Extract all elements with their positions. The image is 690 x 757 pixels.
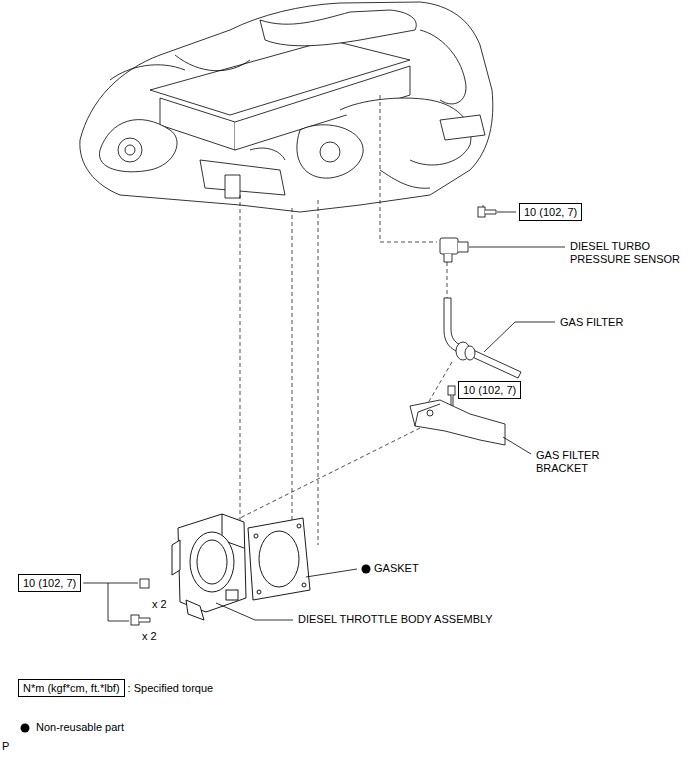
engine-illustration bbox=[440, 115, 485, 140]
throttle-body bbox=[186, 600, 204, 620]
throttle-body bbox=[190, 532, 234, 592]
gas-filter-bracket bbox=[410, 400, 505, 445]
engine-illustration bbox=[175, 55, 250, 71]
leader-line bbox=[216, 603, 293, 620]
turbo-pressure-sensor bbox=[458, 242, 468, 252]
bolt bbox=[478, 207, 496, 217]
torque-value: 10 (102, 7) bbox=[524, 206, 577, 218]
gasket bbox=[254, 534, 258, 538]
engine-illustration bbox=[380, 170, 430, 188]
engine-illustration bbox=[200, 160, 285, 195]
engine-illustration bbox=[250, 148, 285, 160]
engine-illustration bbox=[80, 2, 493, 212]
turbo-pressure-sensor bbox=[444, 254, 452, 262]
bracket-line bbox=[83, 583, 138, 621]
bolt bbox=[485, 210, 496, 214]
dashed-assembly-line bbox=[447, 262, 448, 298]
engine-illustration bbox=[260, 10, 416, 46]
torque-box: 10 (102, 7) bbox=[519, 203, 582, 221]
leader-line bbox=[503, 437, 531, 454]
engine-illustration bbox=[225, 175, 240, 198]
engine-illustration bbox=[420, 30, 466, 104]
torque-box: 10 (102, 7) bbox=[458, 381, 521, 399]
dashed-assembly-line bbox=[318, 200, 319, 545]
engine-illustration bbox=[80, 2, 493, 212]
throttle-body bbox=[226, 590, 238, 600]
engine-illustration bbox=[110, 65, 185, 80]
gasket bbox=[302, 583, 306, 587]
engine-illustration bbox=[297, 125, 363, 178]
engine-illustration bbox=[118, 138, 142, 162]
throttle-body bbox=[178, 514, 246, 612]
torque-box: 10 (102, 7) bbox=[18, 574, 81, 592]
torque-value: 10 (102, 7) bbox=[23, 577, 76, 589]
bolt bbox=[139, 618, 150, 622]
leader-line bbox=[469, 247, 565, 248]
dashed-assembly-line bbox=[292, 208, 293, 522]
leader-line bbox=[484, 322, 555, 352]
gasket bbox=[259, 531, 299, 587]
part-name: GASKET bbox=[374, 562, 419, 575]
dashed-assembly-line bbox=[240, 195, 241, 545]
part-name: DIESEL THROTTLE BODY ASSEMBLY bbox=[298, 613, 493, 626]
bolt bbox=[131, 615, 139, 625]
gas-filter-bracket bbox=[427, 410, 433, 416]
legend-dot bbox=[21, 724, 30, 733]
gas-filter bbox=[444, 298, 521, 378]
part-name: GAS FILTER bbox=[560, 316, 623, 329]
gasket bbox=[257, 590, 261, 594]
gas-filter-bracket bbox=[410, 400, 505, 445]
bolt bbox=[478, 207, 485, 217]
engine-illustration bbox=[99, 120, 177, 172]
legend-text: : Specified torque bbox=[128, 682, 214, 695]
torque-value: 10 (102, 7) bbox=[463, 384, 516, 396]
torque-legend-box: N*m (kgf*cm, ft.*lbf) bbox=[18, 679, 125, 697]
engine-illustration bbox=[320, 142, 340, 162]
engine-illustration bbox=[125, 145, 135, 155]
leader-line bbox=[497, 212, 516, 213]
bolt bbox=[131, 579, 150, 625]
dashed-assembly-line bbox=[380, 95, 437, 242]
part-name: GAS FILTER BRACKET bbox=[536, 449, 616, 475]
dashed-assembly-line bbox=[428, 362, 452, 403]
dashed-assembly-line bbox=[232, 428, 420, 522]
non-reusable-mark bbox=[362, 565, 371, 574]
gas-filter bbox=[444, 298, 521, 378]
bolt bbox=[448, 386, 455, 395]
throttle-body bbox=[197, 540, 227, 584]
torque-value: N*m (kgf*cm, ft.*lbf) bbox=[23, 682, 120, 694]
gasket bbox=[297, 524, 301, 528]
quantity: x 2 bbox=[152, 598, 167, 611]
part-name: DIESEL TURBO PRESSURE SENSOR bbox=[570, 240, 686, 266]
quantity: x 2 bbox=[142, 630, 157, 643]
gasket bbox=[248, 518, 310, 600]
legend-text: Non-reusable part bbox=[36, 721, 124, 734]
leader-line bbox=[306, 569, 357, 577]
gas-filter bbox=[465, 346, 475, 360]
turbo-pressure-sensor bbox=[440, 238, 468, 262]
throttle-body bbox=[172, 514, 246, 620]
bolt bbox=[140, 579, 149, 588]
turbo-pressure-sensor bbox=[440, 238, 458, 254]
page-mark: P bbox=[2, 740, 9, 753]
gasket bbox=[248, 518, 310, 600]
gas-filter-bracket bbox=[415, 404, 440, 426]
throttle-body bbox=[172, 540, 180, 575]
